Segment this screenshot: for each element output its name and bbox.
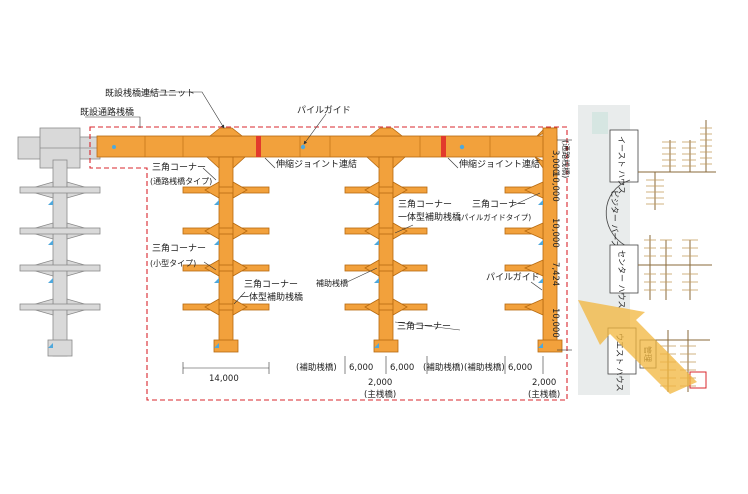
label-tri-corner-small-2: (小型タイプ): [150, 259, 196, 268]
map-label-visitor: ビジター バース: [610, 190, 619, 248]
pier-b-fingers: [344, 181, 428, 353]
label-aux-pier: 補助桟橋: [316, 278, 348, 288]
map-label-east: イースト ハウス: [617, 136, 626, 194]
dim-vert-10000-c: 10,000: [550, 308, 560, 338]
label-existing-connection-unit: 既設桟橋連結ユニット: [105, 87, 195, 99]
map-label-west: ウエスト ハウス: [615, 333, 624, 392]
dim-main-b: (主桟橋): [528, 389, 560, 400]
label-tri-corner-small-1: 三角コーナー: [152, 242, 206, 254]
connection-unit-corner: [208, 127, 244, 137]
dim-vert-3000: 3,000: [550, 150, 560, 174]
dim-aux-a: (補助桟橋): [296, 362, 337, 373]
dim-6000-c: 6,000: [508, 363, 532, 373]
map-visitor-berth: [605, 179, 631, 247]
dim-vert-10000-b: 10,000: [550, 218, 560, 248]
main-pier-a: [218, 156, 234, 351]
existing-finger-piers: [19, 181, 101, 357]
dim-vert-access: (通路桟橋): [561, 140, 571, 178]
dim-14000: 14,000: [209, 374, 239, 384]
expansion-joint-left: [256, 136, 261, 157]
dim-6000-a: 6,000: [349, 363, 373, 373]
label-tri-corner-integrated-a-1: 三角コーナー: [244, 278, 298, 290]
label-tri-corner-guide-2: (パイルガイドタイプ): [458, 212, 531, 222]
pile-guide-markers: [112, 144, 543, 348]
label-pile-guide: パイルガイド: [297, 105, 351, 116]
label-pile-guide-right: パイルガイド: [486, 272, 540, 283]
expansion-joint-right: [441, 136, 446, 157]
dim-main-a: (主桟橋): [364, 389, 396, 400]
label-expansion-joint-2: 伸縮ジョイント連結: [459, 158, 540, 170]
label-tri-corner-integrated-b-1: 三角コーナー: [398, 198, 452, 210]
map-east-house: [609, 129, 639, 183]
project-boundary: [89, 126, 568, 401]
label-tri-corner-guide-1: 三角コーナー: [472, 198, 526, 210]
map-center-house: [609, 244, 639, 294]
dim-aux-b: (補助桟橋): [423, 362, 464, 373]
dim-main-width-a: 2,000: [368, 378, 392, 388]
map-location-arrow: [578, 300, 697, 394]
label-tri-corner-access-2: (通路桟橋タイプ): [150, 176, 212, 186]
pier-a-fingers: [182, 181, 270, 353]
main-pier-b: [378, 156, 394, 351]
label-expansion-joint-1: 伸縮ジョイント連結: [276, 158, 357, 170]
dim-vert-7424: 7,424: [550, 262, 560, 286]
dim-aux-c: (補助桟橋): [464, 362, 505, 373]
label-tri-corner-plain: 三角コーナー: [397, 320, 451, 332]
label-tri-corner-integrated-a-2: 一体型補助桟橋: [240, 291, 303, 303]
label-tri-corner-access-1: 三角コーナー: [152, 161, 206, 173]
label-existing-access-bridge: 既設通路桟橋: [80, 106, 134, 118]
label-tri-corner-integrated-b-2: 一体型補助桟橋: [398, 211, 461, 223]
deck-section-lines: [144, 136, 491, 157]
map-label-center: センター ハウス: [617, 250, 626, 309]
dim-main-width-b: 2,000: [532, 378, 556, 388]
existing-structure: [17, 127, 101, 357]
dim-vert-10000-a: 10,000: [550, 172, 560, 202]
dimension-lines: [182, 139, 572, 374]
dim-6000-b: 6,000: [390, 363, 414, 373]
new-access-bridge: [96, 135, 558, 158]
leader-lines: [85, 91, 543, 331]
pier-c-fingers: [504, 181, 563, 353]
overview-map: イースト ハウス ビジター バース センター ハウス ウエスト ハウス 管理: [578, 105, 728, 395]
existing-guide-marks: [48, 200, 53, 348]
